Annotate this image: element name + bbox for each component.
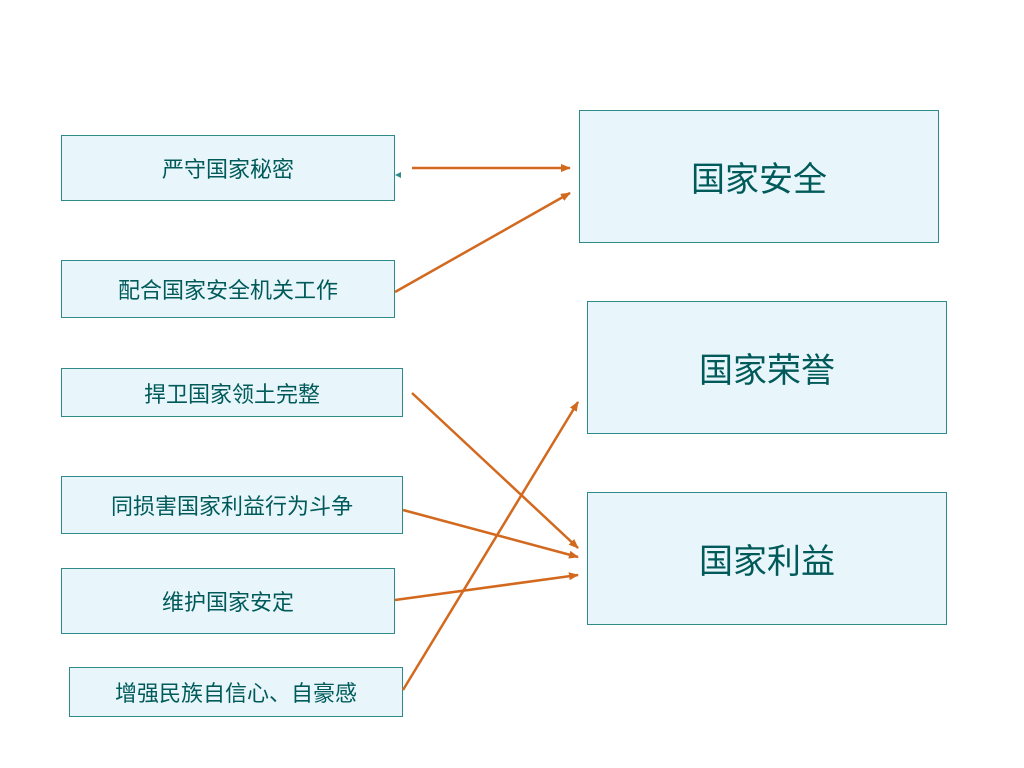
small-marker-icon bbox=[395, 172, 401, 178]
left-item-3: 同损害国家利益行为斗争 bbox=[61, 476, 403, 534]
left-item-2: 捍卫国家领土完整 bbox=[61, 368, 403, 417]
left-item-4-label: 维护国家安定 bbox=[161, 591, 294, 616]
arrow-2-to-2 bbox=[411, 392, 579, 549]
left-item-4: 维护国家安定 bbox=[61, 568, 395, 634]
left-item-2-label: 捍卫国家领土完整 bbox=[143, 382, 320, 408]
right-item-0-label: 国家安全 bbox=[691, 160, 827, 200]
left-item-1-label: 配合国家安全机关工作 bbox=[117, 279, 338, 304]
left-item-5-label: 增强民族自信心、自豪感 bbox=[114, 682, 357, 707]
right-item-0: 国家安全 bbox=[579, 110, 939, 243]
left-item-5: 增强民族自信心、自豪感 bbox=[69, 667, 403, 717]
right-item-1-label: 国家荣誉 bbox=[699, 351, 835, 391]
left-item-3-label: 同损害国家利益行为斗争 bbox=[110, 495, 353, 520]
arrow-4-to-2 bbox=[394, 572, 579, 602]
right-item-2: 国家利益 bbox=[587, 492, 947, 625]
left-item-1: 配合国家安全机关工作 bbox=[61, 260, 395, 318]
arrow-5-to-1 bbox=[401, 401, 580, 691]
right-item-2-label: 国家利益 bbox=[699, 542, 835, 582]
left-item-0: 严守国家秘密 bbox=[61, 135, 395, 201]
arrow-3-to-2 bbox=[402, 508, 579, 559]
arrow-1-to-0 bbox=[394, 191, 571, 294]
right-item-1: 国家荣誉 bbox=[587, 301, 947, 434]
left-item-0-label: 严守国家秘密 bbox=[161, 158, 294, 183]
